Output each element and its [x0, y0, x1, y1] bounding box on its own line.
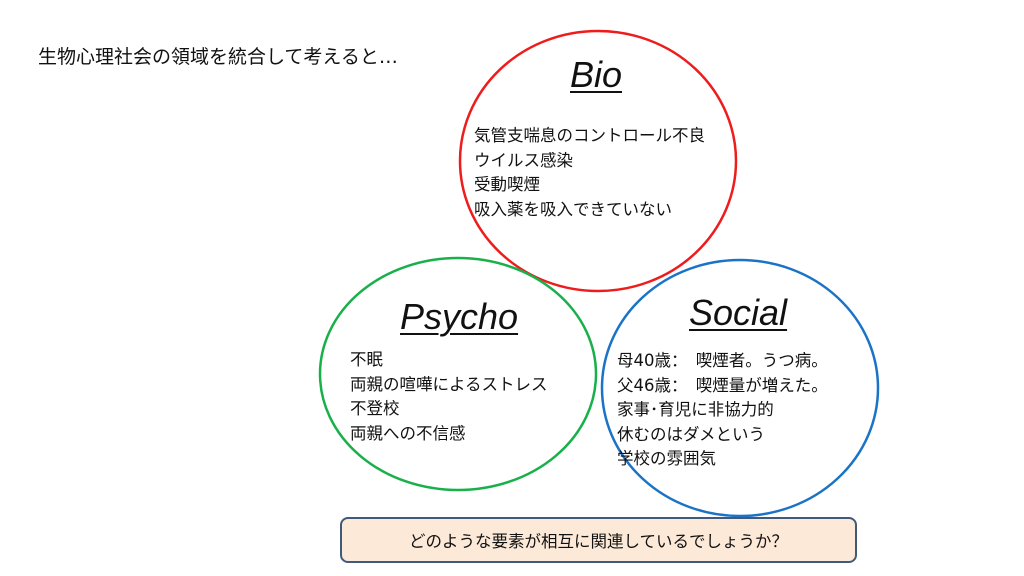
- social-heading: Social: [689, 292, 788, 333]
- list-item: ウイルス感染: [474, 150, 573, 170]
- list-item: 受動喫煙: [474, 175, 540, 194]
- list-item: 不登校: [350, 399, 400, 418]
- list-item: 休むのはダメという: [617, 424, 766, 444]
- question-box: どのような要素が相互に関連しているでしょうか？: [340, 517, 857, 563]
- question-text: どのような要素が相互に関連しているでしょうか？: [408, 532, 788, 551]
- slide-title: 生物心理社会の領域を統合して考えると…: [38, 46, 398, 68]
- bio-list: 気管支喘息のコントロール不良 ウイルス感染 受動喫煙 吸入薬を吸入できていない: [474, 124, 705, 222]
- bio-circle: [458, 29, 738, 293]
- psycho-heading: Psycho: [400, 296, 519, 337]
- list-item: 家事･育児に非協力的: [617, 400, 774, 419]
- list-item: 学校の雰囲気: [617, 449, 716, 468]
- psycho-circle: [318, 256, 598, 492]
- list-item: 母40歳： 喫煙者。うつ病。: [617, 351, 828, 370]
- social-circle: [600, 258, 880, 518]
- list-item: 両親への不信感: [350, 423, 466, 443]
- list-item: 父46歳： 喫煙量が増えた。: [617, 375, 828, 395]
- list-item: 気管支喘息のコントロール不良: [474, 126, 705, 145]
- list-item: 吸入薬を吸入できていない: [474, 199, 672, 219]
- psycho-list: 不眠 両親の喧嘩によるストレス 不登校 両親への不信感: [350, 348, 548, 446]
- bio-heading: Bio: [570, 54, 623, 95]
- social-list: 母40歳： 喫煙者。うつ病。 父46歳： 喫煙量が増えた。 家事･育児に非協力的…: [617, 349, 828, 472]
- list-item: 不眠: [350, 350, 383, 369]
- list-item: 両親の喧嘩によるストレス: [350, 374, 548, 394]
